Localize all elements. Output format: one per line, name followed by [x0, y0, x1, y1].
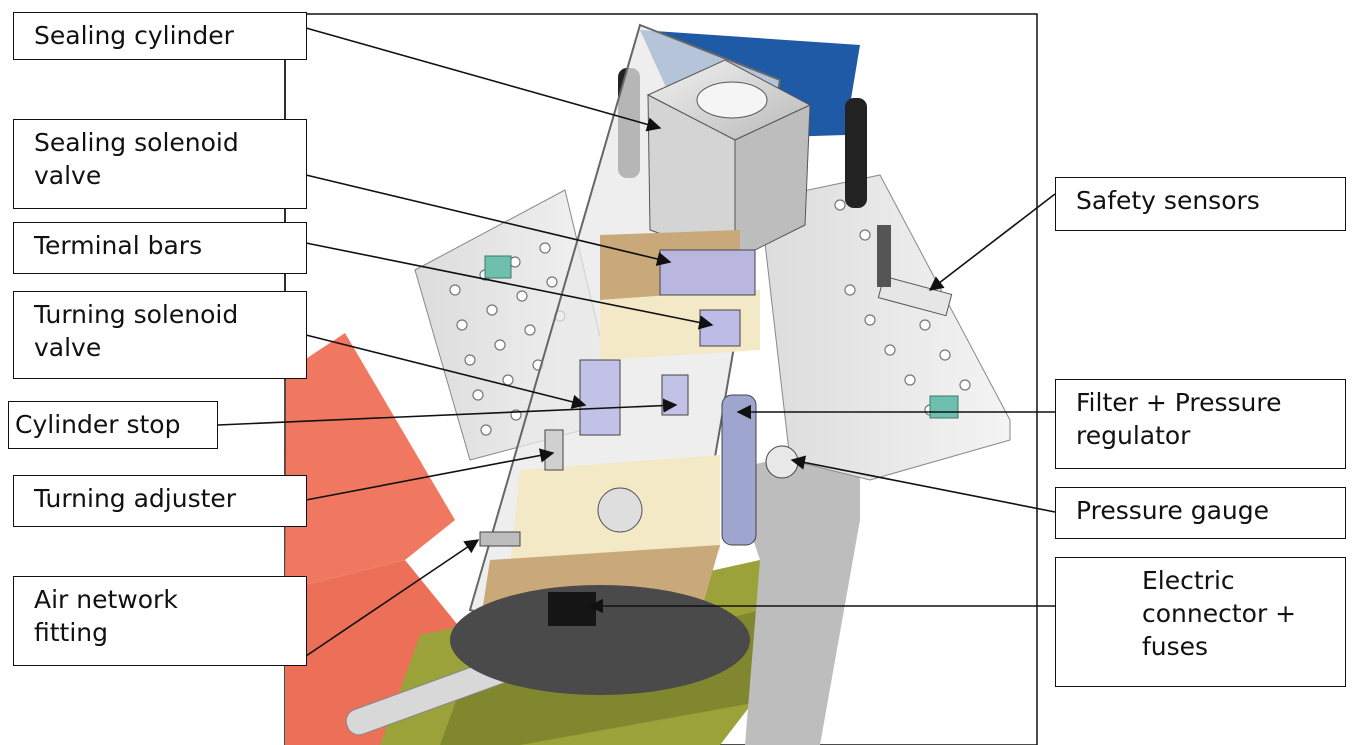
terminal-bars-part — [699, 309, 741, 347]
base-disk — [450, 585, 750, 695]
cylinder-side — [734, 104, 811, 261]
sealing-valve-part — [659, 249, 756, 296]
label-cylinder-stop: Cylinder stop — [8, 401, 218, 449]
red-side-panel — [285, 333, 455, 590]
arrow-turning-adjuster — [305, 448, 555, 501]
arrow-terminal-bars — [305, 242, 714, 330]
pressure-gauge-part — [765, 445, 799, 479]
label-pressure-gauge: Pressure gauge — [1055, 487, 1346, 539]
label-air-network-fitting: Air network fitting — [13, 576, 307, 666]
electric-connector-part — [548, 592, 596, 626]
arrow-sealing-solenoid-valve — [305, 174, 672, 266]
turning-adjuster-part — [544, 429, 564, 471]
label-turning-adjuster: Turning adjuster — [13, 475, 307, 527]
gauge-disc — [597, 487, 643, 533]
spring — [877, 225, 891, 287]
black-handle-right — [845, 98, 867, 208]
arrow-turning-solenoid-valve — [305, 334, 587, 409]
label-terminal-bars: Terminal bars — [13, 222, 307, 274]
air-fitting-part — [479, 531, 521, 547]
label-safety-sensors: Safety sensors — [1055, 177, 1346, 231]
arrow-pressure-gauge — [790, 455, 1056, 513]
arrow-cylinder-stop — [217, 398, 678, 426]
label-turning-solenoid-valve: Turning solenoid valve — [13, 291, 307, 379]
arrow-air-network-fitting — [305, 539, 480, 657]
label-sealing-solenoid-valve: Sealing solenoid valve — [13, 119, 307, 209]
label-sealing-cylinder: Sealing cylinder — [13, 12, 307, 60]
cylinder-stop-part — [661, 374, 689, 416]
right-sensor-block — [929, 395, 959, 419]
filter-regulator-part — [721, 394, 757, 546]
turning-valve-part — [579, 359, 621, 436]
arrow-sealing-cylinder — [305, 27, 662, 132]
label-filter-pressure-regulator: Filter + Pressure regulator — [1055, 379, 1346, 469]
left-sensor-block — [484, 255, 512, 279]
dark-stand — [730, 440, 860, 745]
leader-arrows — [217, 27, 1056, 657]
cylinder-cap — [696, 81, 768, 119]
label-electric-connector-fuses: Electric connector + fuses — [1055, 557, 1346, 687]
arrow-safety-sensors — [928, 193, 1056, 291]
